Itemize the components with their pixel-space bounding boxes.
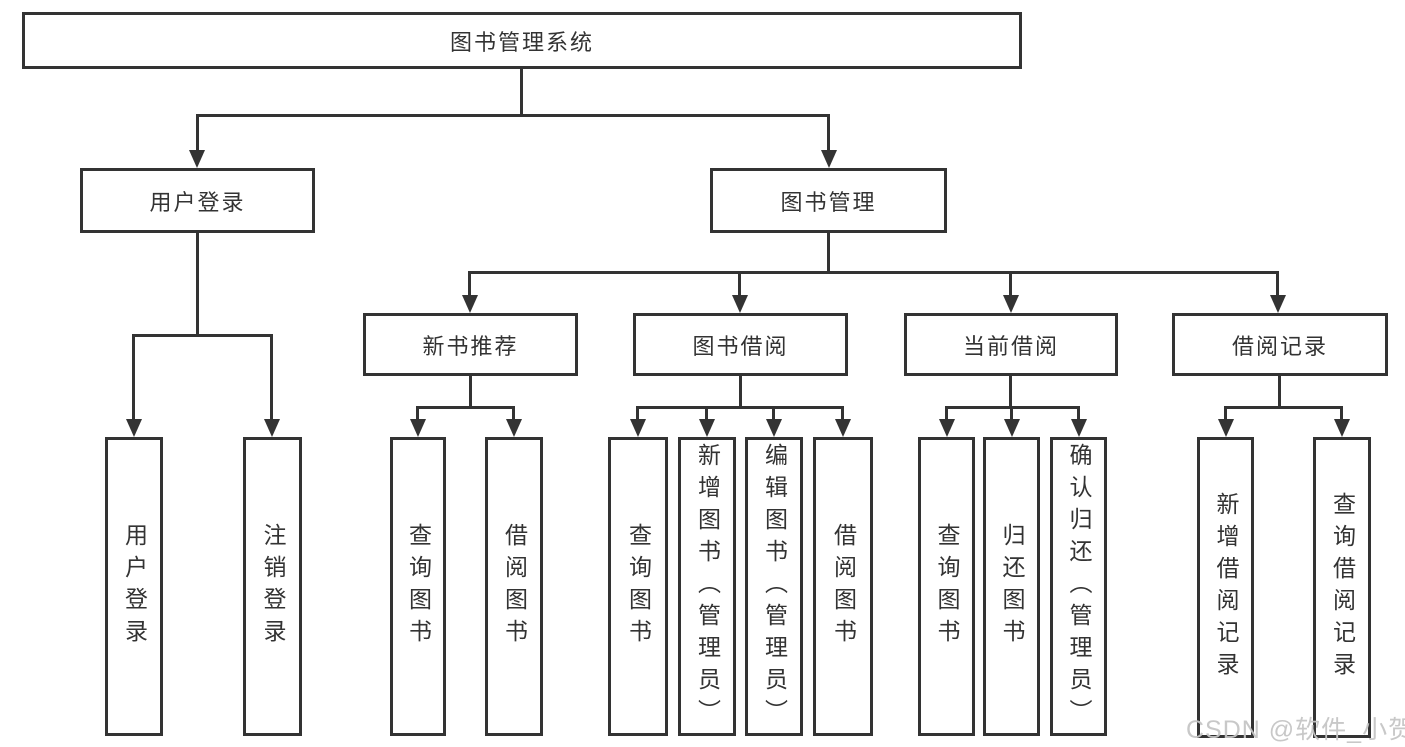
arrow-down-icon xyxy=(462,295,478,313)
node-user-login-label: 用户登录 xyxy=(149,189,246,215)
connector-line xyxy=(132,334,273,337)
node-book-management-label: 图书管理 xyxy=(780,189,877,215)
node-add-borrow-record: 新增借阅记录 xyxy=(1197,437,1254,738)
arrow-down-icon xyxy=(410,419,426,437)
node-confirm-return-admin: 确认归还（管理员） xyxy=(1050,437,1107,736)
node-query-books-current-label: 查询图书 xyxy=(934,522,960,651)
connector-line xyxy=(1278,375,1281,409)
connector-line xyxy=(945,406,948,421)
connector-line xyxy=(1009,375,1012,409)
arrow-down-icon xyxy=(835,419,851,437)
connector-line xyxy=(196,114,829,117)
connector-line xyxy=(739,375,742,409)
arrow-down-icon xyxy=(1071,419,1087,437)
arrow-down-icon xyxy=(1003,295,1019,313)
arrow-down-icon xyxy=(1334,419,1350,437)
node-user-login-action-label: 用户登录 xyxy=(121,522,148,651)
node-query-books-borrowing-label: 查询图书 xyxy=(625,522,652,651)
arrow-down-icon xyxy=(699,419,715,437)
connector-line xyxy=(196,233,199,336)
node-borrowing-records-label: 借阅记录 xyxy=(1231,333,1328,359)
node-library-system: 图书管理系统 xyxy=(22,12,1022,69)
arrow-down-icon xyxy=(939,419,955,437)
node-logout-label: 注销登录 xyxy=(260,522,286,651)
connector-line xyxy=(468,271,471,297)
node-user-login: 用户登录 xyxy=(80,168,315,233)
node-current-borrowing: 当前借阅 xyxy=(904,313,1118,376)
connector-line xyxy=(827,233,830,273)
csdn-watermark: CSDN @软件_小贺同学 xyxy=(1186,716,1405,744)
connector-line xyxy=(1224,406,1227,421)
node-return-books: 归还图书 xyxy=(983,437,1040,736)
connector-line xyxy=(738,271,741,297)
connector-line xyxy=(1224,406,1343,409)
node-confirm-return-admin-label: 确认归还（管理员） xyxy=(1066,442,1092,731)
connector-line xyxy=(520,68,523,115)
node-current-borrowing-label: 当前借阅 xyxy=(962,333,1059,359)
node-book-borrowing: 图书借阅 xyxy=(633,313,848,376)
connector-line xyxy=(469,375,472,409)
connector-line xyxy=(636,406,844,409)
connector-line xyxy=(1340,406,1343,421)
connector-line xyxy=(1009,271,1012,297)
node-borrow-books-label: 借阅图书 xyxy=(830,522,857,651)
node-borrow-books-recommend: 借阅图书 xyxy=(485,437,543,736)
connector-line xyxy=(196,114,199,154)
node-query-books-recommend: 查询图书 xyxy=(390,437,446,736)
node-query-books-borrowing: 查询图书 xyxy=(608,437,668,736)
connector-line xyxy=(270,334,273,421)
connector-line xyxy=(636,406,639,421)
connector-line xyxy=(468,271,1279,274)
connector-line xyxy=(772,406,775,421)
connector-line xyxy=(705,406,708,421)
arrow-down-icon xyxy=(506,419,522,437)
node-borrow-books-recommend-label: 借阅图书 xyxy=(501,522,528,651)
arrow-down-icon xyxy=(126,419,142,437)
node-logout: 注销登录 xyxy=(243,437,302,736)
node-new-book-recommend-label: 新书推荐 xyxy=(422,333,519,359)
connector-line xyxy=(1010,406,1013,421)
node-edit-books-admin-label: 编辑图书（管理员） xyxy=(761,442,788,731)
node-add-borrow-record-label: 新增借阅记录 xyxy=(1213,491,1239,684)
node-query-borrow-record: 查询借阅记录 xyxy=(1313,437,1371,738)
connector-line xyxy=(1077,406,1080,421)
node-query-books-current: 查询图书 xyxy=(918,437,975,736)
connector-line xyxy=(416,406,419,421)
node-borrow-books: 借阅图书 xyxy=(813,437,873,736)
node-return-books-label: 归还图书 xyxy=(999,522,1025,651)
connector-line xyxy=(416,406,515,409)
connector-line xyxy=(132,334,135,421)
node-query-borrow-record-label: 查询借阅记录 xyxy=(1329,491,1356,684)
node-new-book-recommend: 新书推荐 xyxy=(363,313,578,376)
arrow-down-icon xyxy=(1004,419,1020,437)
arrow-down-icon xyxy=(766,419,782,437)
arrow-down-icon xyxy=(821,150,837,168)
arrow-down-icon xyxy=(732,295,748,313)
node-borrowing-records: 借阅记录 xyxy=(1172,313,1388,376)
node-user-login-action: 用户登录 xyxy=(105,437,163,736)
node-add-books-admin: 新增图书（管理员） xyxy=(678,437,736,736)
arrow-down-icon xyxy=(189,150,205,168)
connector-line xyxy=(1276,271,1279,297)
node-book-management: 图书管理 xyxy=(710,168,947,233)
arrow-down-icon xyxy=(264,419,280,437)
node-book-borrowing-label: 图书借阅 xyxy=(692,333,789,359)
arrow-down-icon xyxy=(1218,419,1234,437)
arrow-down-icon xyxy=(630,419,646,437)
node-add-books-admin-label: 新增图书（管理员） xyxy=(694,442,721,731)
node-query-books-recommend-label: 查询图书 xyxy=(405,522,432,651)
connector-line xyxy=(512,406,515,421)
connector-line xyxy=(827,114,830,154)
connector-line xyxy=(841,406,844,421)
arrow-down-icon xyxy=(1270,295,1286,313)
node-library-system-label: 图书管理系统 xyxy=(449,29,594,55)
node-edit-books-admin: 编辑图书（管理员） xyxy=(745,437,803,736)
